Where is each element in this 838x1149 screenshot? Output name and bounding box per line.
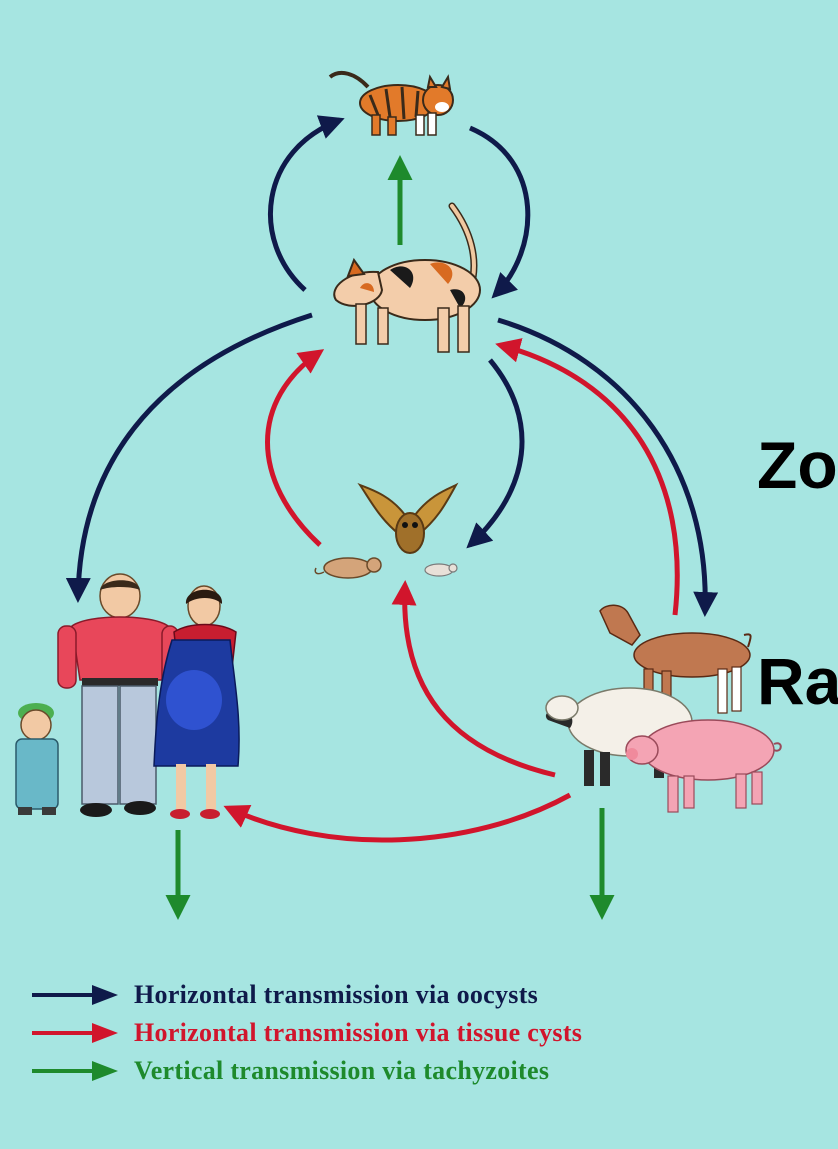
arrow-cat-to-human <box>78 315 312 598</box>
family-icon <box>16 574 239 819</box>
arrow-cat-to-livestock <box>498 320 705 612</box>
oocyst-arrows <box>78 120 705 612</box>
legend-item-oocysts: Horizontal transmission via oocysts <box>30 980 538 1010</box>
arrow-prey-to-cat <box>268 352 321 545</box>
cat-icon <box>334 206 480 352</box>
navy-arrow-icon <box>30 983 120 1007</box>
arrow-livestock-to-cat <box>500 345 677 615</box>
green-arrow-icon <box>30 1059 120 1083</box>
red-arrow-icon <box>30 1021 120 1045</box>
mouse-icon <box>315 558 381 578</box>
owl-icon <box>360 485 456 553</box>
legend-item-tachyzoites: Vertical transmission via tachyzoites <box>30 1056 549 1086</box>
arrow-kitten-to-cat <box>470 128 528 295</box>
child-figure <box>16 703 58 815</box>
arrow-cat-to-kitten <box>270 120 340 290</box>
legend-label: Horizontal transmission via oocysts <box>134 980 538 1010</box>
legend-item-tissue-cysts: Horizontal transmission via tissue cysts <box>30 1018 582 1048</box>
clipped-side-text-zoo: Zo <box>757 432 838 498</box>
legend-label: Horizontal transmission via tissue cysts <box>134 1018 582 1048</box>
pregnant-woman-figure <box>154 586 239 819</box>
clipped-side-text-ra: Ra <box>757 648 838 714</box>
legend-label: Vertical transmission via tachyzoites <box>134 1056 549 1086</box>
arrow-cat-to-birds <box>470 360 522 545</box>
kitten-icon <box>330 73 453 135</box>
arrow-livestock-to-human <box>228 795 570 840</box>
arrow-livestock-to-prey <box>405 585 555 775</box>
small-mouse-icon <box>425 564 457 576</box>
legend: Horizontal transmission via oocysts Hori… <box>30 980 790 1090</box>
